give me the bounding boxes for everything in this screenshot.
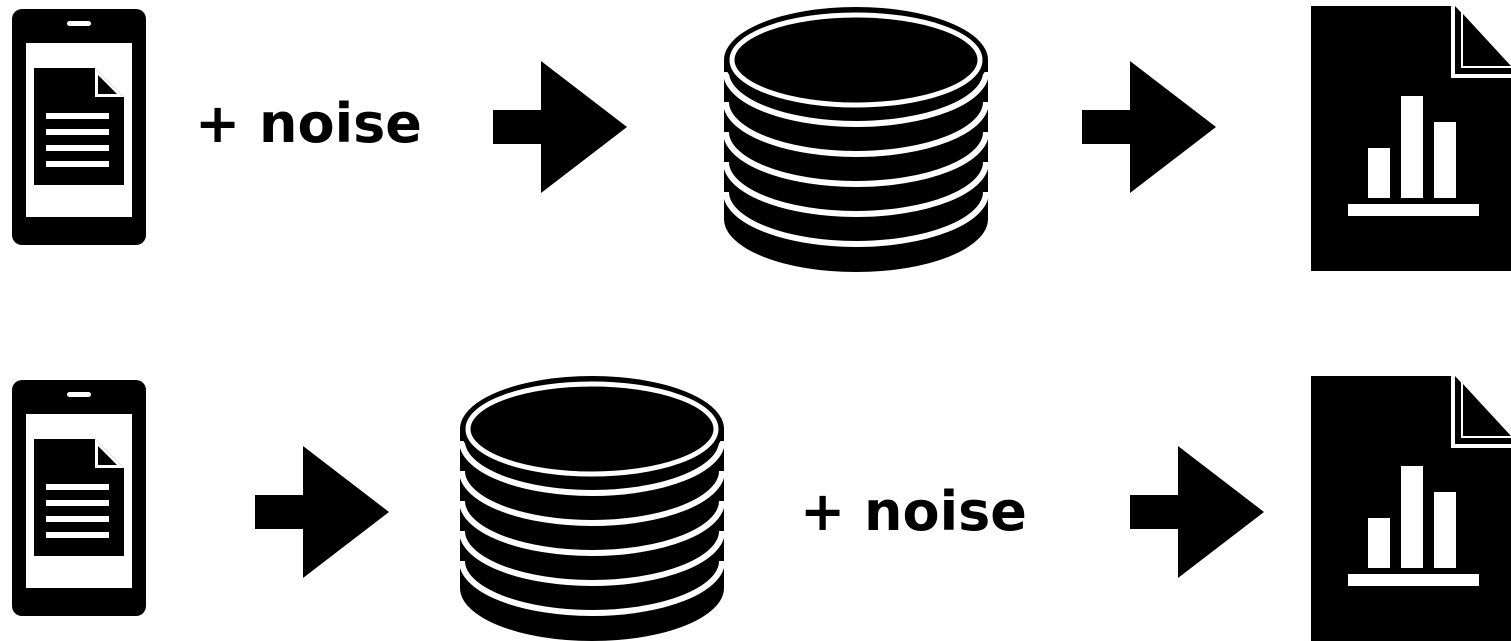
noise-label: + noise (800, 480, 1027, 543)
arrow-icon (493, 61, 627, 193)
database-icon (724, 7, 988, 272)
arrow-icon (1082, 61, 1216, 193)
arrow-icon (1130, 446, 1264, 578)
database-icon (460, 376, 724, 641)
phone-document-icon (12, 9, 146, 245)
report-chart-icon (1311, 376, 1511, 641)
noise-label: + noise (195, 92, 422, 155)
phone-document-icon (12, 380, 146, 616)
row-local-noise: + noise (12, 6, 1511, 272)
arrow-icon (255, 446, 389, 578)
report-chart-icon (1311, 6, 1511, 271)
row-central-noise: + noise (12, 376, 1511, 641)
